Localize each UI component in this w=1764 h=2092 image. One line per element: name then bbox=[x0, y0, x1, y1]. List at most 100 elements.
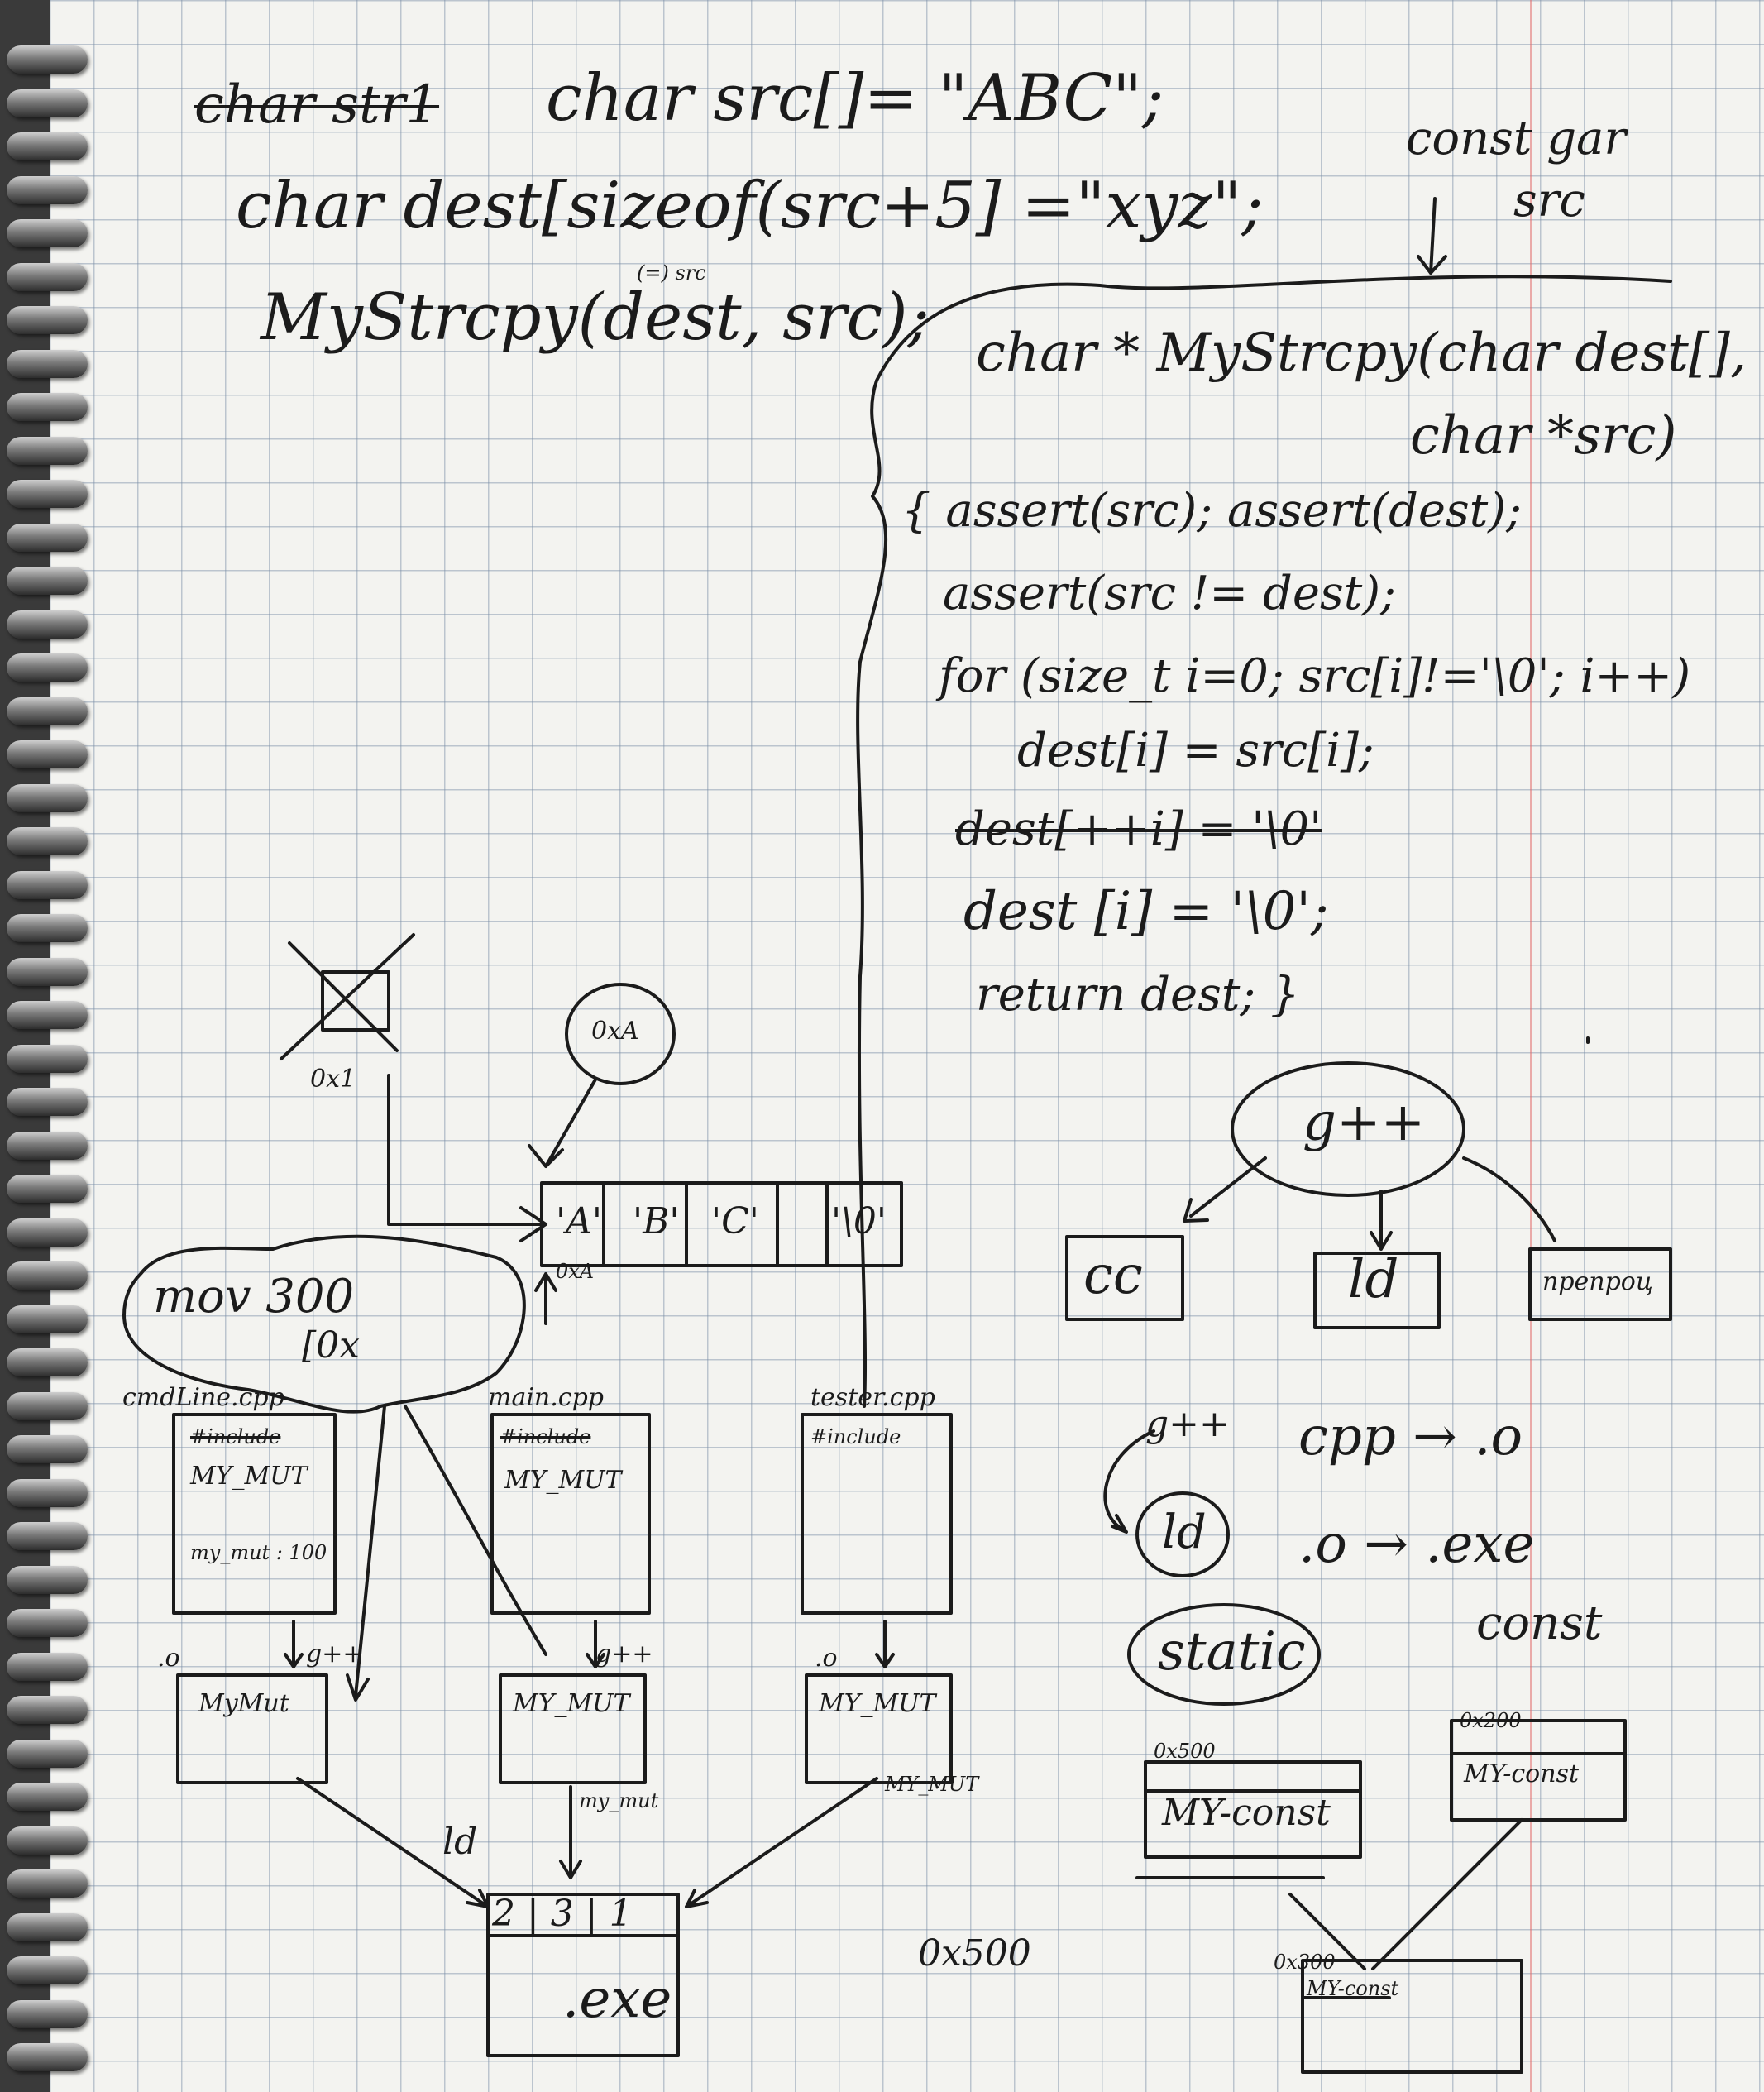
exe-box bbox=[486, 1893, 680, 2057]
spiral-ring bbox=[7, 1826, 88, 1855]
exe-label: .exe bbox=[562, 1969, 672, 2030]
crossed-box bbox=[321, 970, 390, 1032]
obj3-box bbox=[805, 1673, 953, 1784]
spiral-ring bbox=[7, 480, 88, 508]
function-body-6: dest [i] = '\0'; bbox=[963, 881, 1329, 942]
spiral-ring bbox=[7, 524, 88, 552]
struck-declaration: char str1 bbox=[194, 74, 440, 136]
obj1-symbol: MyMut bbox=[198, 1689, 289, 1718]
array-cell-1: 'B' bbox=[633, 1200, 680, 1242]
note-const: const gar bbox=[1406, 112, 1627, 165]
ld-circle bbox=[1135, 1491, 1230, 1577]
obj2-below: my_mut bbox=[579, 1789, 659, 1812]
obj2-symbol: MY_MUT bbox=[513, 1689, 630, 1718]
spiral-ring bbox=[7, 1479, 88, 1507]
spiral-ring bbox=[7, 1045, 88, 1073]
spiral-ring bbox=[7, 263, 88, 291]
obj1-label: .o bbox=[157, 1644, 180, 1673]
spiral-ring bbox=[7, 697, 88, 725]
tester-box bbox=[801, 1413, 953, 1615]
spiral-ring bbox=[7, 45, 88, 74]
code-line-1: char src[]= "ABC"; bbox=[546, 61, 1164, 136]
spiral-ring bbox=[7, 1522, 88, 1550]
exe-top: 2 | 3 | 1 bbox=[492, 1893, 633, 1935]
spiral-ring bbox=[7, 653, 88, 682]
file2-name: main.cpp bbox=[488, 1383, 604, 1412]
function-body-struck: dest[++i] = '\0' bbox=[955, 802, 1322, 856]
spiral-ring bbox=[7, 393, 88, 421]
obj2-box bbox=[499, 1673, 647, 1784]
gpp-root: g++ bbox=[1303, 1092, 1426, 1153]
array-cell-0: 'A' bbox=[556, 1200, 602, 1242]
spiral-ring bbox=[7, 1305, 88, 1333]
addr-circle bbox=[565, 983, 676, 1085]
spiral-ring bbox=[7, 2000, 88, 2028]
cloud-line-2: [0x bbox=[302, 1324, 360, 1367]
spiral-ring bbox=[7, 1132, 88, 1160]
spiral-ring bbox=[7, 958, 88, 986]
function-body-4: dest[i] = src[i]; bbox=[1017, 724, 1374, 778]
spiral-ring bbox=[7, 914, 88, 942]
file2-macro: MY_MUT bbox=[504, 1466, 622, 1495]
spiral-ring bbox=[7, 89, 88, 117]
obj1-box bbox=[176, 1673, 328, 1784]
function-signature-2: char *src) bbox=[1410, 405, 1677, 467]
box3-addr: 0x300 bbox=[1274, 1951, 1336, 1974]
note-src: src bbox=[1513, 174, 1585, 227]
spiral-ring bbox=[7, 784, 88, 812]
spiral-ring bbox=[7, 1609, 88, 1637]
spiral-ring bbox=[7, 1740, 88, 1768]
obj3-symbol: MY_MUT bbox=[819, 1689, 936, 1718]
spiral-ring bbox=[7, 1348, 88, 1376]
spiral-ring bbox=[7, 176, 88, 204]
function-body-2: assert(src != dest); bbox=[943, 567, 1396, 620]
obj3-below: MY_MUT bbox=[885, 1773, 979, 1796]
gpp-small: g++ bbox=[1145, 1403, 1230, 1445]
obj2-tool: g++ bbox=[595, 1640, 653, 1668]
spiral-ring bbox=[7, 1653, 88, 1681]
box1-addr: 0x500 bbox=[1154, 1740, 1216, 1763]
file2-include: #include bbox=[500, 1425, 591, 1448]
const-box3 bbox=[1301, 1959, 1523, 2074]
spiral-ring bbox=[7, 306, 88, 334]
preproc-node: препроц bbox=[1542, 1267, 1653, 1296]
box2-addr: 0x200 bbox=[1460, 1709, 1522, 1732]
notebook-page bbox=[50, 0, 1764, 2092]
ld-circle-label: ld bbox=[1162, 1506, 1207, 1559]
spiral-binding bbox=[0, 0, 108, 2092]
function-body-7: return dest; } bbox=[976, 968, 1300, 1022]
addr-500: 0x500 bbox=[918, 1932, 1031, 1975]
ld-node: ld bbox=[1348, 1249, 1399, 1310]
static-label: static bbox=[1158, 1621, 1306, 1683]
array-addr-label: 0xA bbox=[556, 1260, 595, 1283]
const-label: const bbox=[1476, 1597, 1603, 1650]
box3-label: MY-const bbox=[1307, 1977, 1399, 2000]
red-margin-line bbox=[1530, 0, 1532, 2092]
rule-cpp-o: cpp → .o bbox=[1298, 1406, 1523, 1467]
file3-include: #include bbox=[810, 1425, 901, 1448]
cmdline-box bbox=[172, 1413, 337, 1615]
static-circle bbox=[1127, 1603, 1321, 1706]
spiral-ring bbox=[7, 827, 88, 855]
code-line-2: char dest[sizeof(src+5] ="xyz"; bbox=[236, 169, 1264, 243]
spiral-ring bbox=[7, 1218, 88, 1247]
function-body-1: { assert(src); assert(dest); bbox=[901, 484, 1523, 538]
spiral-ring bbox=[7, 1566, 88, 1594]
spiral-ring bbox=[7, 132, 88, 160]
file1-name: cmdLine.cpp bbox=[122, 1383, 284, 1412]
spiral-ring bbox=[7, 1783, 88, 1811]
spiral-ring bbox=[7, 740, 88, 768]
file3-name: tester.cpp bbox=[810, 1383, 935, 1412]
const-box2 bbox=[1450, 1719, 1627, 1822]
function-brace bbox=[856, 275, 1672, 1408]
obj3-label: .o bbox=[815, 1644, 838, 1673]
function-body-3: for (size_t i=0; src[i]!='\0'; i++) bbox=[939, 649, 1691, 703]
spiral-ring bbox=[7, 1913, 88, 1941]
obj1-tool: g++ bbox=[306, 1640, 364, 1668]
spiral-ring bbox=[7, 1869, 88, 1898]
spiral-ring bbox=[7, 1261, 88, 1290]
file1-include: #include bbox=[190, 1425, 281, 1448]
box1-label: MY-const bbox=[1162, 1792, 1331, 1834]
array-cell-2: 'C' bbox=[711, 1200, 759, 1242]
